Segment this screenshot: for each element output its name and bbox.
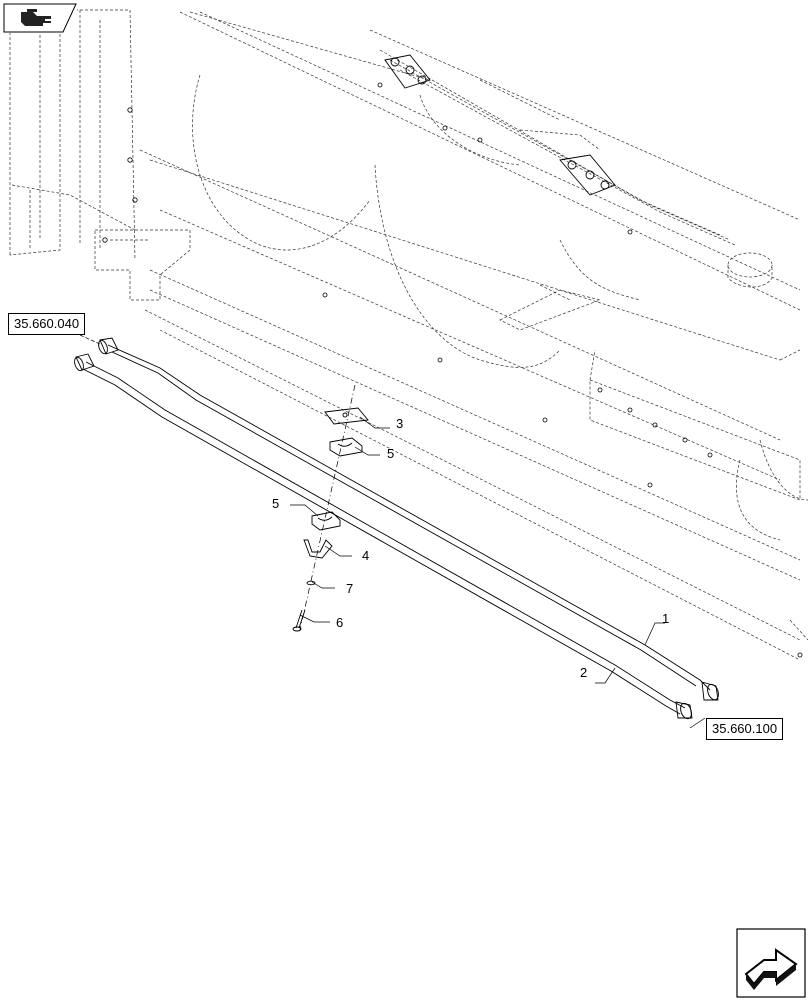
clamp-stack bbox=[292, 384, 369, 632]
reference-35-660-040[interactable]: 35.660.040 bbox=[8, 313, 86, 335]
lock-washer bbox=[306, 580, 316, 586]
frame-holes bbox=[102, 82, 803, 658]
callout-5-lower: 5 bbox=[272, 496, 280, 511]
machine-frame-phantom bbox=[9, 9, 808, 661]
bolt bbox=[292, 609, 306, 632]
clamp-half-upper bbox=[329, 437, 363, 457]
callout-2: 2 bbox=[580, 665, 588, 680]
next-page-arrow-icon bbox=[736, 928, 806, 998]
callout-7: 7 bbox=[346, 581, 354, 596]
callout-1: 1 bbox=[662, 611, 670, 626]
previous-page-hand-icon bbox=[3, 3, 77, 33]
clamp-plate bbox=[324, 407, 369, 425]
hydraulic-connectors bbox=[384, 54, 616, 196]
leader-lines bbox=[79, 334, 706, 729]
callout-3: 3 bbox=[396, 416, 404, 431]
clamp-half-lower bbox=[311, 511, 341, 531]
reference-35-660-100[interactable]: 35.660.100 bbox=[706, 718, 784, 740]
pipe-2 bbox=[85, 361, 686, 709]
hydraulic-pipes bbox=[74, 337, 719, 720]
callout-4: 4 bbox=[362, 548, 370, 563]
callout-5-upper: 5 bbox=[387, 446, 395, 461]
previous-page-button[interactable] bbox=[3, 3, 77, 33]
next-page-button[interactable] bbox=[736, 928, 806, 998]
mounting-bracket bbox=[303, 539, 333, 559]
callout-6: 6 bbox=[336, 615, 344, 630]
pipe-fittings bbox=[74, 337, 719, 720]
